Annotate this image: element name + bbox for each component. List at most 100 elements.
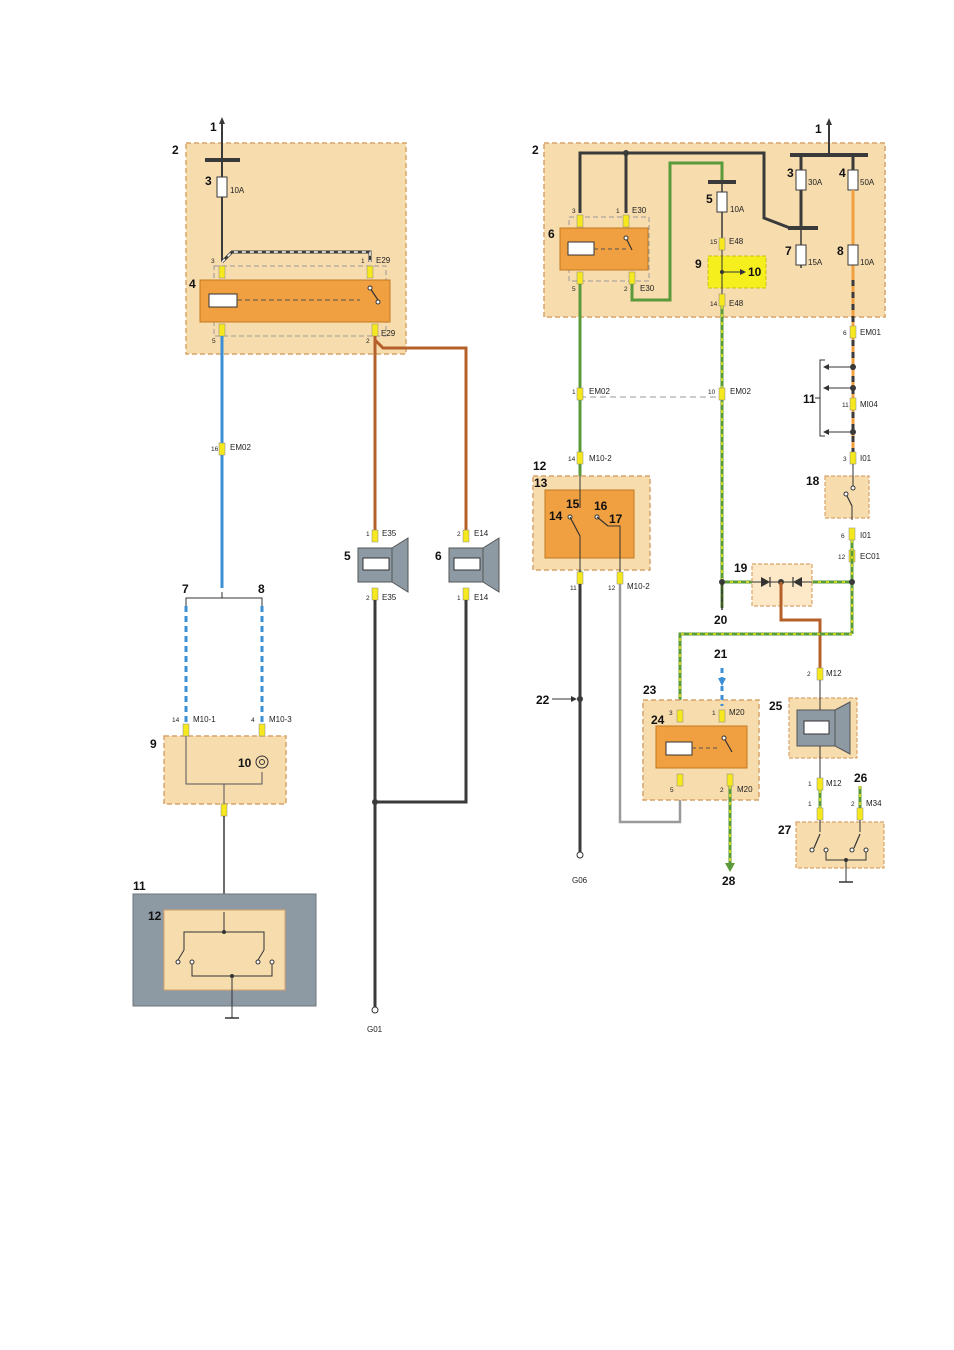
pin-label: 3 [572, 208, 576, 215]
fuse-rating-10a: 10A [860, 258, 875, 267]
pin-label: 2 [624, 286, 628, 293]
down-arrow-icon [725, 863, 735, 872]
connector-mi04: MI04 [860, 400, 878, 409]
connector-m34: M34 [866, 799, 882, 808]
pin-label: 1 [712, 710, 716, 717]
ref-28: 28 [722, 874, 736, 888]
ref-1: 1 [210, 120, 217, 134]
pin-label: 1 [616, 208, 620, 215]
ref-1: 1 [815, 122, 822, 136]
ref-23: 23 [643, 683, 657, 697]
ground-g06: G06 [572, 876, 588, 885]
fuse-8 [847, 244, 859, 266]
arrow-left-icon [823, 364, 829, 370]
ref-5: 5 [344, 549, 351, 563]
ref-15: 15 [566, 497, 580, 511]
fuse-7 [795, 244, 807, 266]
ref-4: 4 [839, 166, 846, 180]
down-arrow-icon [718, 678, 726, 686]
pin-label: 1 [361, 258, 365, 265]
pin-label: 3 [669, 710, 673, 717]
arrow-left-icon [823, 429, 829, 435]
fuse-5 [716, 191, 728, 213]
pin-label: 2 [366, 595, 370, 602]
ref-3: 3 [205, 174, 212, 188]
ref-8: 8 [258, 582, 265, 596]
fuse-3 [795, 169, 807, 191]
arrow-right-icon [571, 696, 577, 702]
pin-label: 2 [851, 801, 855, 808]
connector-em02-a: EM02 [589, 387, 610, 396]
pin-label: 1 [808, 801, 812, 808]
connector-m10-3: M10-3 [269, 715, 292, 724]
ref-13: 13 [534, 476, 548, 490]
pin-label: 12 [838, 554, 846, 561]
connector-e30-top: E30 [632, 206, 647, 215]
connector-em02: EM02 [230, 443, 251, 452]
fuse-rating-50a: 50A [860, 178, 875, 187]
relay-switch [723, 737, 733, 753]
pin-label: 1 [366, 531, 370, 538]
horn-relay-13 [544, 489, 635, 559]
relay-switch [596, 516, 609, 527]
pin-label: 3 [843, 456, 847, 463]
ref-27: 27 [778, 823, 792, 837]
ref-18: 18 [806, 474, 820, 488]
connector-e30-bottom: E30 [640, 284, 655, 293]
pin-label: 15 [710, 239, 718, 246]
ref-4: 4 [189, 277, 196, 291]
ref-19: 19 [734, 561, 748, 575]
horn-ground-wire [375, 600, 468, 804]
pin-label: 1 [572, 389, 576, 396]
fuse-rating: 10A [730, 205, 745, 214]
pin-label: 12 [608, 585, 616, 592]
arrow-right-icon [740, 269, 746, 275]
up-arrow-icon [219, 117, 225, 124]
ref-9: 9 [150, 737, 157, 751]
ref-6: 6 [435, 549, 442, 563]
ref-24: 24 [651, 713, 665, 727]
connector-m20-top: M20 [729, 708, 745, 717]
fuse-rating: 10A [230, 186, 245, 195]
horn-speaker-icon [482, 537, 500, 593]
ground-point-icon [576, 851, 584, 859]
clock-spring-9 [163, 735, 287, 805]
pin-label: 14 [568, 456, 576, 463]
ref-7: 7 [182, 582, 189, 596]
pin-label: 2 [366, 338, 370, 345]
connector-e14-bottom: E14 [474, 593, 489, 602]
pin-label: 1 [808, 781, 812, 788]
connector-m12-top: M12 [826, 669, 842, 678]
relay-coil [208, 293, 238, 308]
horn-switch-contact [257, 949, 265, 961]
horn-switch-contact [177, 949, 185, 961]
connector-em02-b: EM02 [730, 387, 751, 396]
ref-10: 10 [748, 265, 762, 279]
ref-8: 8 [837, 244, 844, 258]
fuse-rating-30a: 30A [808, 178, 823, 187]
pin-label: 11 [570, 585, 577, 592]
pin-label: 2 [457, 531, 461, 538]
variant-brace [185, 592, 263, 606]
ref-22: 22 [536, 693, 550, 707]
ref-20: 20 [714, 613, 728, 627]
ref-12: 12 [533, 459, 547, 473]
switch-contact [813, 833, 821, 849]
connector-i01-bottom: I01 [860, 531, 872, 540]
connector-e48-top: E48 [729, 237, 744, 246]
ref-6: 6 [548, 227, 555, 241]
grey-wire [618, 584, 682, 824]
horn-speaker-icon [391, 537, 409, 593]
fuse-4 [847, 169, 859, 191]
connector-e29-bottom: E29 [381, 329, 396, 338]
connector-m20-bottom: M20 [737, 785, 753, 794]
pin-label: 4 [251, 717, 255, 724]
connector-m10-2-top: M10-2 [589, 454, 612, 463]
left-diagram: 2 1 3 10A 4 3 1 5 2 E29 E29 [132, 117, 500, 1034]
pin-label: 14 [172, 717, 180, 724]
arrow-left-icon [823, 385, 829, 391]
ref-17: 17 [609, 512, 623, 526]
pin-label: 10 [708, 389, 716, 396]
horn-switch-27 [795, 821, 885, 869]
